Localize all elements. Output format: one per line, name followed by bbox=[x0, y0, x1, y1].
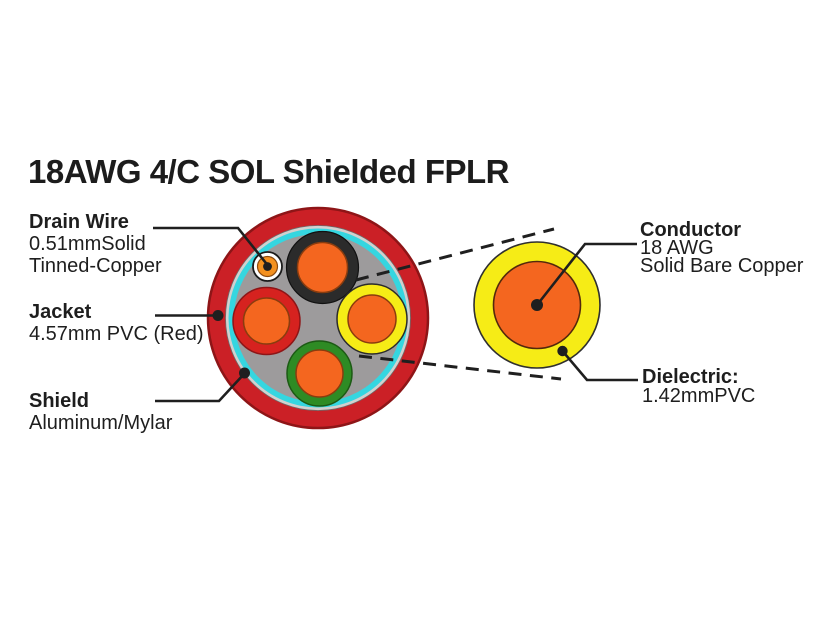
conductor-green-core bbox=[295, 349, 344, 398]
conductor-label-gauge: 18 AWG bbox=[640, 237, 714, 259]
drain-wire-callout-dot bbox=[263, 262, 272, 271]
shield-label: Shield Aluminum/Mylar bbox=[29, 390, 172, 434]
leader-lines bbox=[153, 226, 638, 403]
page-title: 18AWG 4/C SOL Shielded FPLR bbox=[28, 153, 509, 190]
drain-wire-label-material: Tinned-Copper bbox=[29, 255, 162, 277]
drain-wire-label-size: 0.51mmSolid bbox=[29, 233, 146, 255]
shield-callout-dot bbox=[239, 367, 250, 379]
dielectric-label: Dielectric: 1.42mmPVC bbox=[642, 366, 756, 407]
conductor-red-core bbox=[242, 297, 291, 345]
jacket-label-spec: 4.57mm PVC (Red) bbox=[29, 323, 204, 345]
conductor-label-material: Solid Bare Copper bbox=[640, 255, 804, 277]
jacket-callout-dot bbox=[212, 310, 224, 321]
main-cable bbox=[206, 206, 430, 430]
drain-wire-label-title: Drain Wire bbox=[29, 211, 129, 233]
shield-label-title: Shield bbox=[29, 390, 90, 412]
jacket-label: Jacket 4.57mm PVC (Red) bbox=[29, 301, 204, 345]
conductor-label-title: Conductor bbox=[640, 219, 742, 241]
dielectric-leader-line bbox=[561, 350, 638, 382]
callout-dots bbox=[212, 262, 568, 379]
dielectric-callout-dot bbox=[557, 345, 568, 357]
conductor-callout-dot bbox=[531, 299, 543, 311]
conductor-label: Conductor 18 AWG Solid Bare Copper bbox=[640, 219, 804, 277]
shield-leader-line bbox=[155, 373, 245, 403]
magnify-dashed-line-top bbox=[355, 227, 555, 282]
conductor-leader-line bbox=[535, 242, 637, 306]
shield-label-material: Aluminum/Mylar bbox=[29, 412, 173, 434]
drain-wire-leader-line bbox=[153, 226, 269, 266]
drain-wire-label: Drain Wire 0.51mmSolid Tinned-Copper bbox=[29, 211, 162, 277]
magnify-dashed-line-bottom bbox=[358, 354, 562, 381]
dielectric-label-spec: 1.42mmPVC bbox=[642, 385, 756, 407]
jacket-label-title: Jacket bbox=[29, 301, 92, 323]
conductor-yellow-core bbox=[347, 294, 397, 344]
conductor-black-core bbox=[296, 241, 349, 294]
dielectric-label-title: Dielectric: bbox=[642, 366, 739, 388]
